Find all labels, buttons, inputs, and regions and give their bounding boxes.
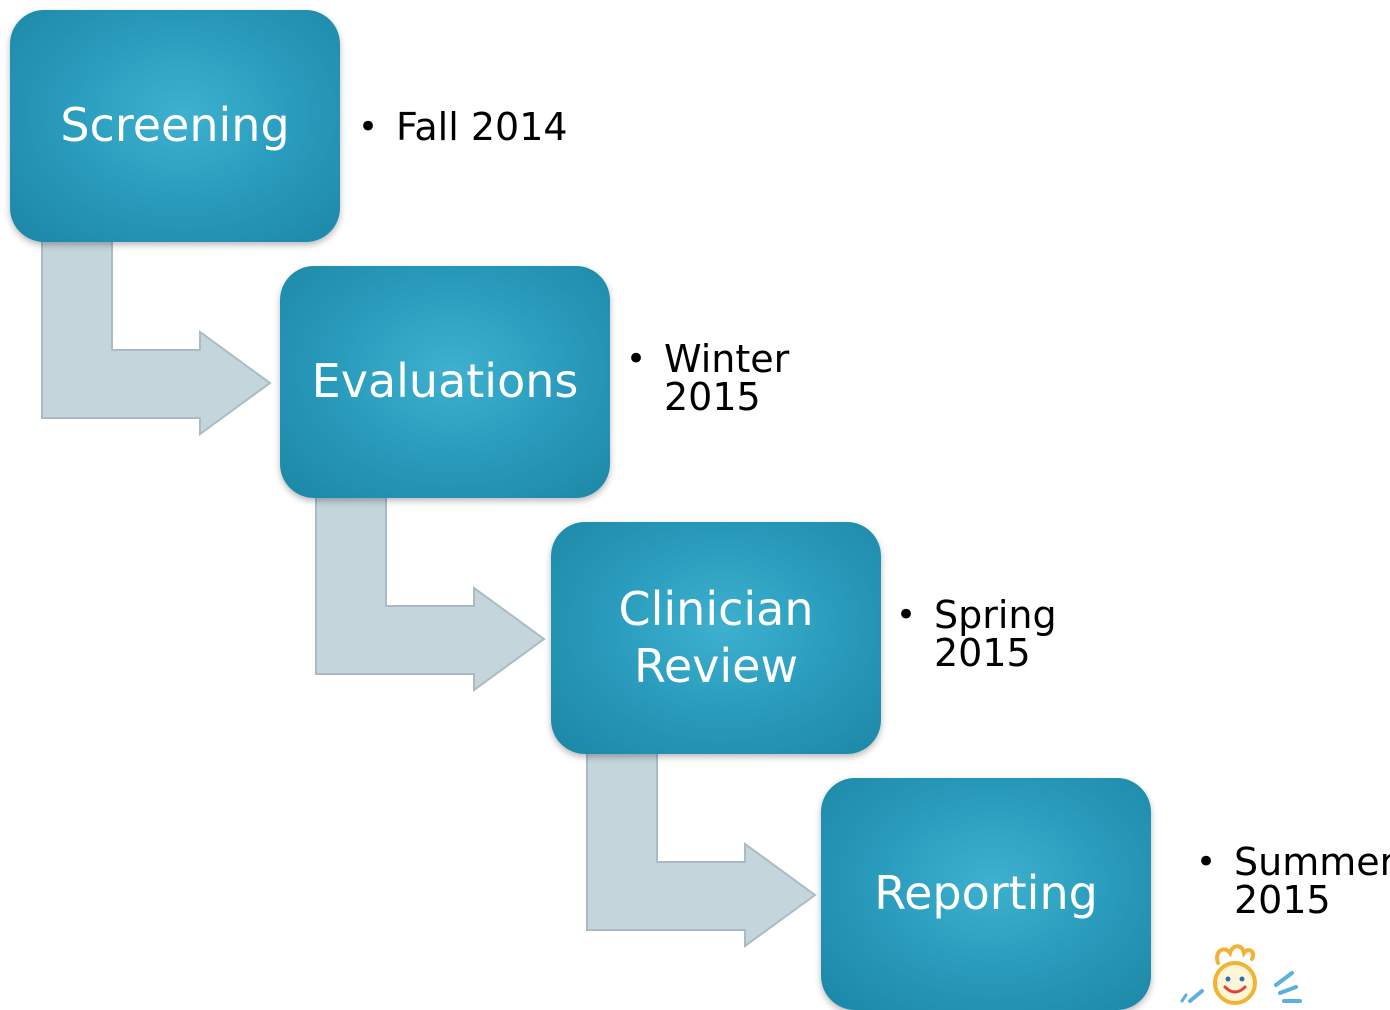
bullet-icon: •	[358, 107, 379, 147]
timing-note-reporting: • Summer 2015	[1196, 843, 1390, 919]
step-box-evaluations: Evaluations	[280, 266, 610, 498]
step-label-line: Review	[633, 639, 799, 693]
timing-text: Fall 2014	[396, 105, 568, 149]
step-label-line: Clinician	[618, 581, 814, 636]
bullet-icon: •	[896, 595, 917, 635]
connector-arrow-1	[41, 239, 272, 436]
connector-arrow-3	[586, 751, 817, 948]
step-label-line: Evaluations	[311, 354, 579, 409]
step-label: Reporting	[874, 865, 1098, 923]
step-label-line: Screening	[60, 98, 290, 153]
step-label: Screening	[60, 97, 289, 155]
connector-arrow-2	[315, 495, 546, 692]
timing-note-evaluations: • Winter 2015	[626, 340, 834, 416]
step-label: Evaluations	[312, 353, 579, 411]
bullet-icon: •	[1196, 842, 1217, 882]
smiling-child-doodle-icon	[1180, 944, 1302, 1005]
timing-note-screening: • Fall 2014	[358, 108, 616, 146]
step-label-line: Reporting	[874, 866, 1098, 921]
timing-note-clinician-review: • Spring 2015	[896, 596, 1104, 672]
step-box-clinician-review: Clinician Review	[551, 522, 881, 754]
timing-text: Summer 2015	[1234, 840, 1390, 922]
step-box-screening: Screening	[10, 10, 340, 242]
timing-text: Spring 2015	[934, 593, 1057, 675]
step-label: Clinician Review	[618, 581, 813, 696]
bullet-icon: •	[626, 339, 647, 379]
step-box-reporting: Reporting	[821, 778, 1151, 1010]
timing-text: Winter 2015	[664, 337, 790, 419]
